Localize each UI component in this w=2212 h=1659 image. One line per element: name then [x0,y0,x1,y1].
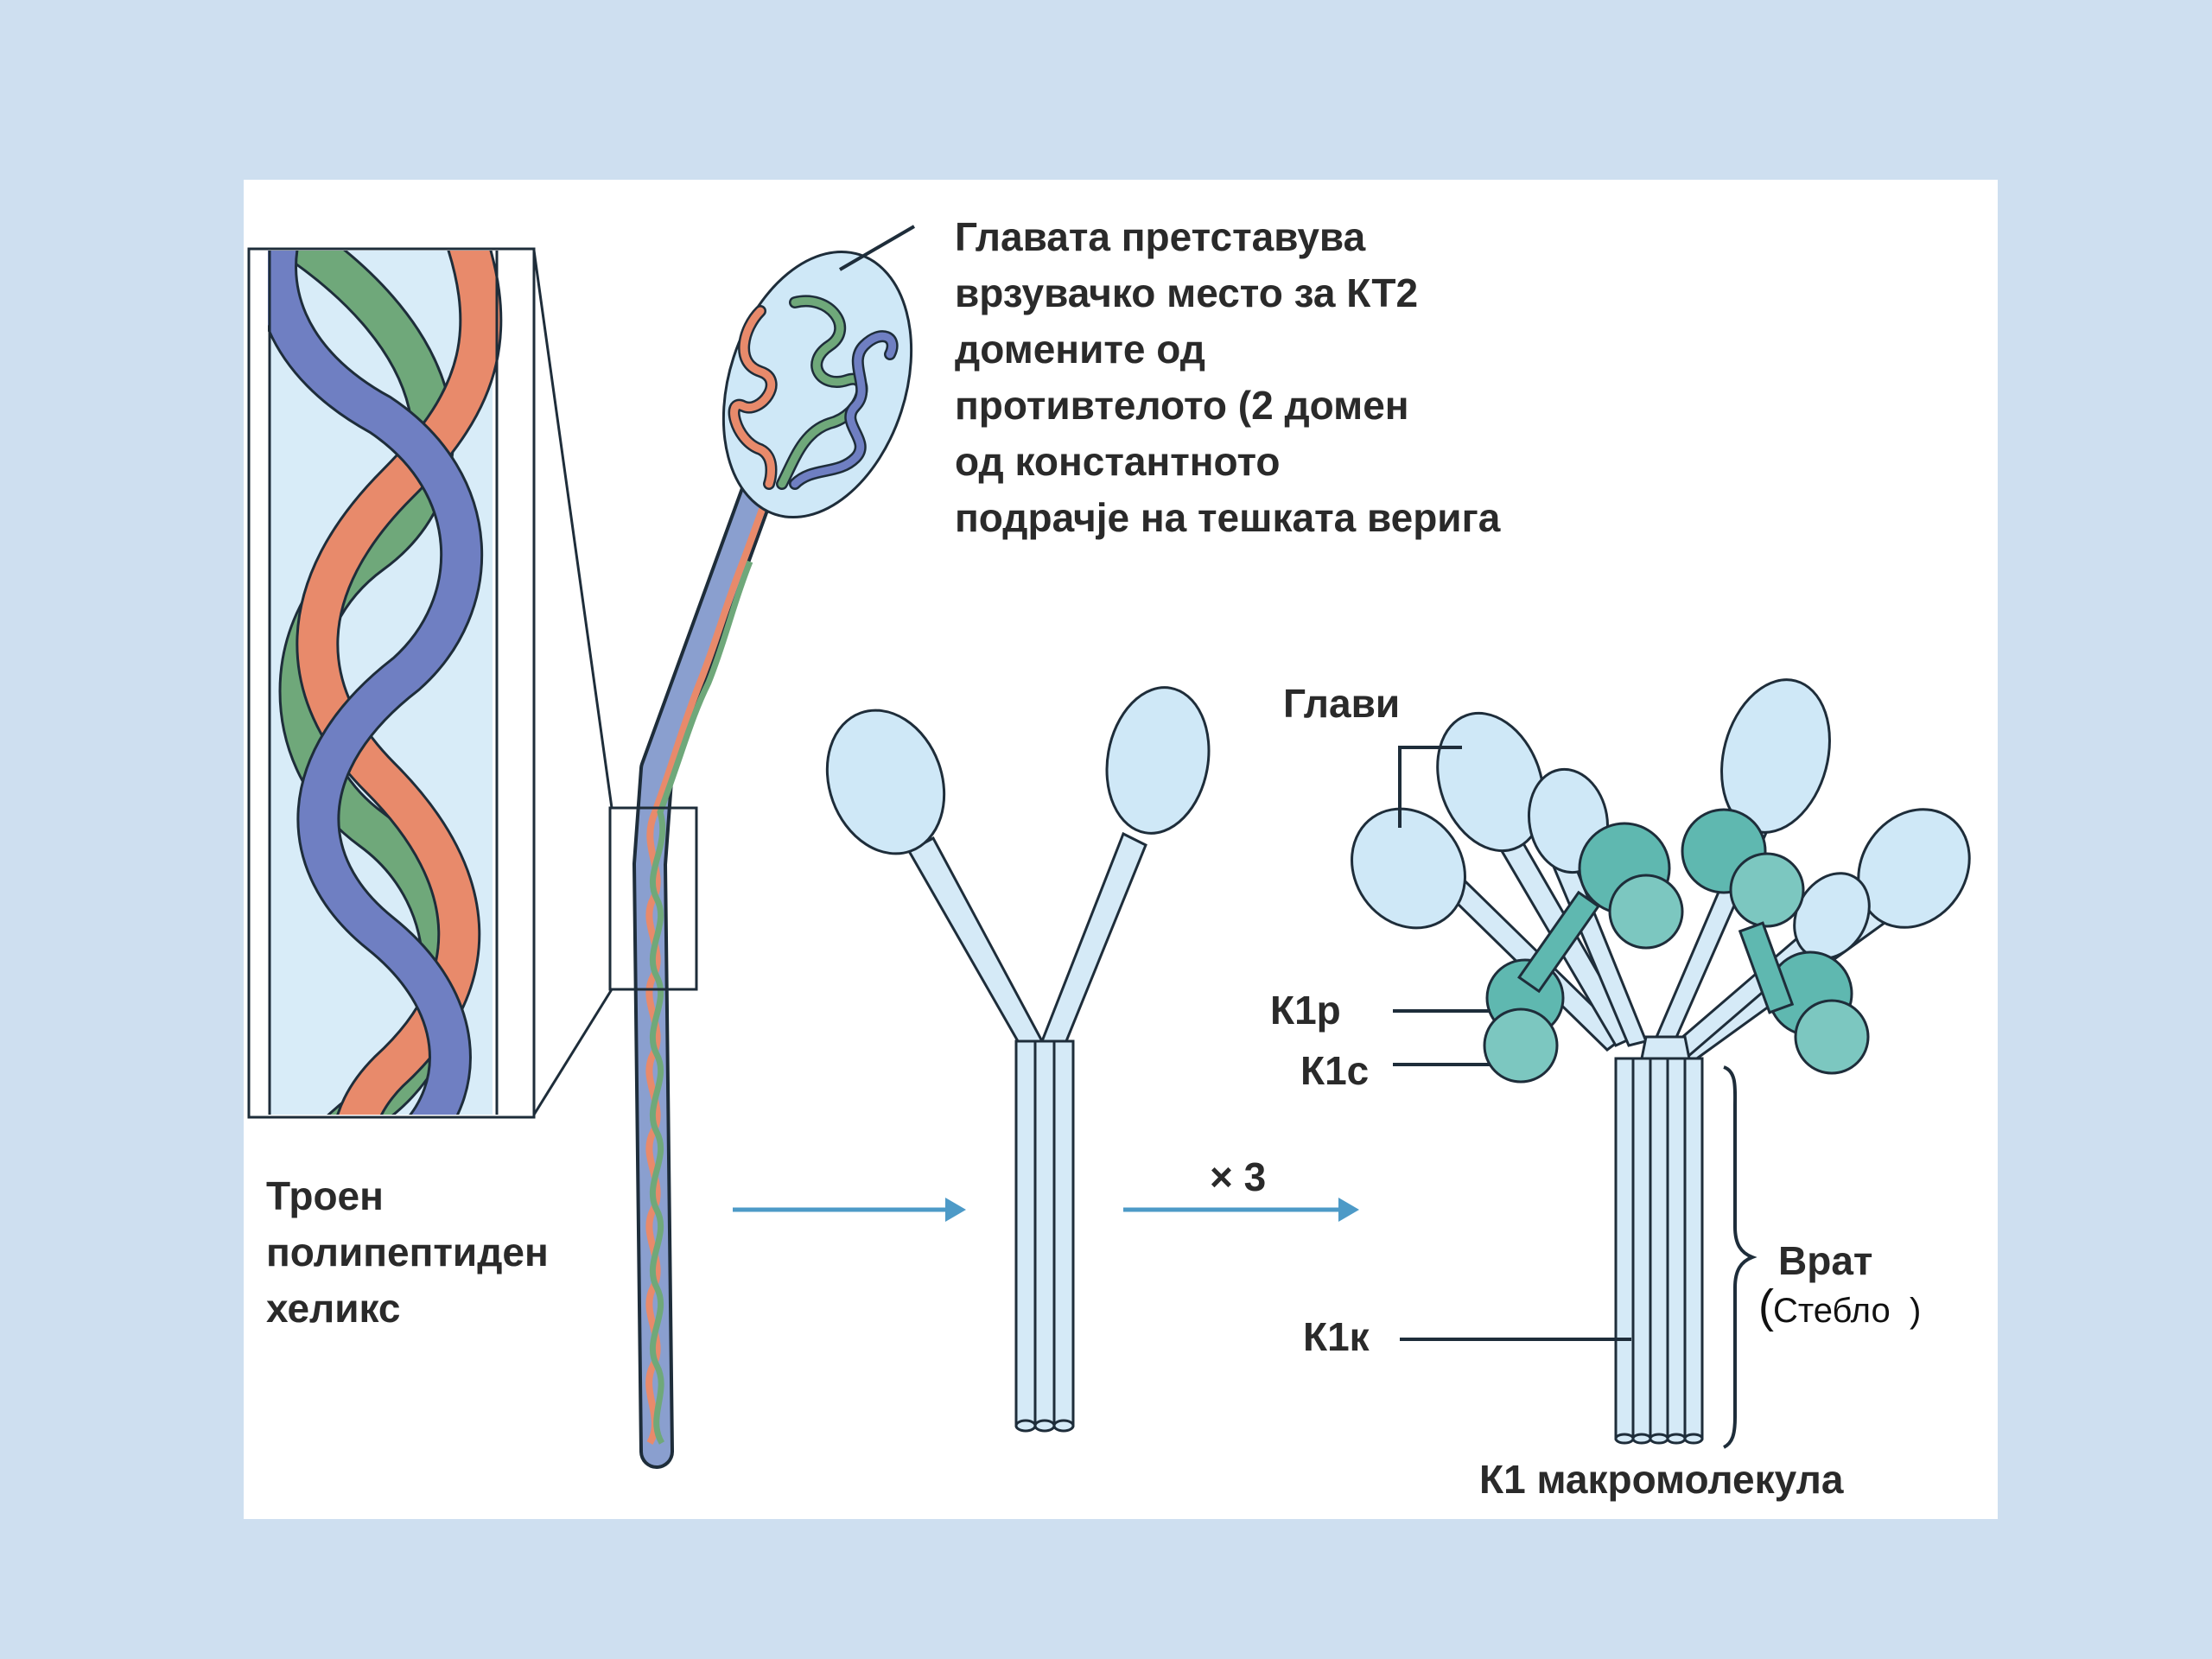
arrow-2 [1123,1198,1359,1222]
stalk-open-paren: ( [1758,1281,1774,1332]
macromolecule-head-5 [1857,808,1971,929]
y-subunit-head-right [1105,686,1211,835]
macromolecule-label: К1 макромолекула [1479,1457,1844,1502]
triple-helix-line-3: хеликс [266,1286,401,1331]
triple-helix-label: Троен полипептиден хеликс [266,1173,549,1331]
head-label-pointer [838,225,916,271]
single-subunit [608,225,916,1469]
macromolecule-head-1 [1351,807,1466,930]
neck-label: Врат [1778,1238,1872,1283]
triple-helix-line-2: полипептиден [266,1230,549,1274]
helix-zoom-panel [247,247,613,1119]
arrow-1 [733,1198,966,1222]
c1s-label: К1с [1300,1048,1369,1093]
subunit-head [721,250,913,519]
head-desc-line-4: противтелото (2 домен [955,383,1409,428]
head-desc-line-2: врзувачко место за КТ2 [955,270,1418,315]
head-desc-line-5: од константното [955,439,1281,484]
head-desc-line-6: подрачје на тешката верига [955,495,1501,540]
c1q-label: К1к [1303,1314,1370,1359]
macromolecule-head-2 [1436,711,1545,853]
stalk-close-paren: ) [1910,1292,1921,1330]
head-desc-line-3: домените од [955,327,1205,372]
c1-macromolecule [1351,678,1971,1445]
head-desc-line-1: Главата претставува [955,214,1366,259]
c1r-label: К1р [1270,988,1341,1033]
y-subunit-head-left [825,709,946,855]
triple-helix-line-1: Троен [266,1173,384,1218]
heads-label: Глави [1283,681,1400,726]
leader-lines [1393,746,1758,1449]
stalk-label: Стебло [1773,1292,1891,1330]
head-description: Главата претставува врзувачко место за К… [955,214,1501,540]
y-subunit [825,686,1211,1433]
multiplier-label: × 3 [1210,1154,1266,1199]
zoom-selection-box [608,806,698,991]
